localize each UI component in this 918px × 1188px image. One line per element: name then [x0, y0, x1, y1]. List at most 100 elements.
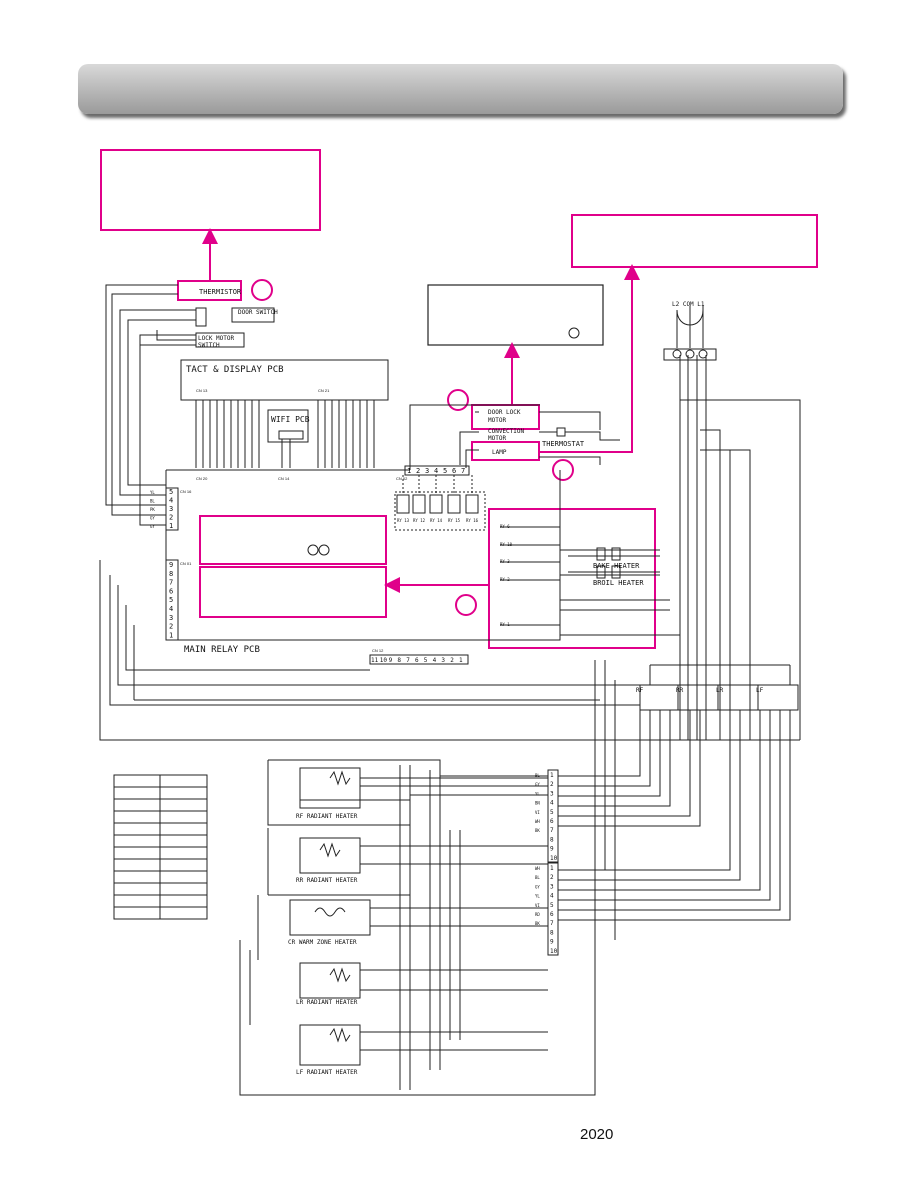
cn12-pin: 2 [450, 657, 454, 664]
section-header-bar [78, 64, 843, 114]
terminal-block-2-pin: 7 [550, 920, 554, 927]
thermostat-glyph [556, 427, 566, 437]
cn02-pin: 2 [416, 467, 420, 475]
callout-small-circle [568, 327, 580, 339]
lamp-label: LAMP [492, 449, 507, 456]
terminal-block-1-pin: 2 [550, 781, 554, 788]
relay-label: RY 12 [413, 518, 426, 523]
cn02-pin: 1 [407, 467, 411, 475]
cn20-label: CN 20 [196, 476, 208, 481]
cn12-pin: 7 [406, 657, 410, 664]
cn01-pin: 1 [169, 631, 173, 639]
wire-code-block-1: YL [535, 791, 540, 796]
door-lock-motor-label-1: DOOR LOCK [488, 409, 521, 416]
bake-heater-label: BAKE HEATER [593, 562, 640, 570]
terminal-block-2-pin: 9 [550, 939, 554, 946]
callout-heater-relays [488, 508, 656, 649]
callout-relay-left [199, 515, 387, 565]
cn12-pin: 6 [415, 657, 419, 664]
convection-motor-label-2: MOTOR [488, 435, 506, 442]
door-lock-motor-label-2: MOTOR [488, 417, 506, 424]
cn02-pin: 4 [434, 467, 438, 475]
wire-code-block-1: GY [535, 782, 540, 787]
terminal-block-2-pin: 8 [550, 929, 554, 936]
wire-code-block-2: RD [535, 912, 540, 917]
convection-motor-label-1: CONVECTION [488, 428, 525, 435]
cn16-wire-code: GY [150, 516, 155, 521]
wire-code-block-1: BN [535, 801, 540, 806]
rr-radiant-heater-label: RR RADIANT HEATER [296, 877, 358, 884]
terminal-block-1-pin: 1 [550, 772, 554, 779]
cn12-pin: 4 [433, 657, 437, 664]
relay-right-label: RY 3 [500, 559, 510, 564]
cn16-pin: 5 [169, 488, 173, 496]
door-switch-box [231, 307, 275, 323]
cn16-wire-code: GY [150, 524, 155, 529]
cn12-pin: 11 [371, 657, 379, 664]
power-terminals-label: L2 COM L1 [672, 301, 705, 308]
cn02-pin: 6 [452, 467, 456, 475]
cn01-pin: 9 [169, 561, 173, 569]
relay-label: RY 13 [397, 518, 410, 523]
terminal-block-1-pin: 5 [550, 809, 554, 816]
cn02-pin: 7 [461, 467, 465, 475]
callout-small-circle-2 [307, 544, 319, 556]
lock-motor-label-2: SWITCH [198, 342, 220, 349]
callout-small-circle-3 [318, 544, 330, 556]
callout-marker-relays [455, 594, 477, 616]
cn01-label: CN 01 [180, 561, 192, 566]
relay-label: RY 15 [448, 518, 461, 523]
wiring-lines [99, 284, 801, 1096]
relay-right-label: RY 6 [500, 524, 510, 529]
lr-radiant-heater-label: LR RADIANT HEATER [296, 999, 358, 1006]
relay-right-label: RY 2 [500, 577, 510, 582]
cn12-label: CN 12 [372, 648, 384, 653]
terminal-block-1-pin: 4 [550, 800, 554, 807]
cn02-pin: 3 [425, 467, 429, 475]
cn16-wire-code: PK [150, 507, 155, 512]
switch-label: RF [636, 687, 644, 694]
callout-thermistor [100, 149, 321, 231]
thermostat-label: THERMOSTAT [542, 440, 585, 448]
cn12-pin: 10 [380, 657, 388, 664]
callout-marker-door [447, 389, 469, 411]
relay-label: RY 16 [466, 518, 479, 523]
terminal-block-2-pin: 5 [550, 902, 554, 909]
callout-thermistor-component [177, 280, 242, 301]
cn13-label: CN 13 [196, 388, 208, 393]
cn01-pin: 5 [169, 596, 173, 604]
wire-code-block-2: BL [535, 875, 540, 880]
broil-heater-label: BROIL HEATER [593, 579, 644, 587]
cr-warm-zone-heater-label: CR WARM ZONE HEATER [288, 939, 357, 946]
terminal-block-1-pin: 8 [550, 836, 554, 843]
cn14-label: CN 14 [278, 476, 290, 481]
cn01-pin: 8 [169, 570, 173, 578]
wire-code-block-2: YL [535, 894, 540, 899]
terminal-block-2-pin: 1 [550, 865, 554, 872]
cn12-pin: 9 [389, 657, 393, 664]
cn01-pin: 6 [169, 587, 173, 595]
cn16-wire-code: BL [150, 499, 155, 504]
footer-year: 2020 [580, 1126, 614, 1143]
cn12-pin: 5 [424, 657, 428, 664]
cn02-pin: 5 [443, 467, 447, 475]
cn01-pin: 3 [169, 614, 173, 622]
wire-code-block-1: VI [535, 810, 540, 815]
switch-label: LF [756, 687, 764, 694]
terminal-block-2-pin: 10 [550, 948, 558, 955]
cn21-label: CN 21 [318, 388, 330, 393]
wire-code-block-2: VI [535, 903, 540, 908]
terminal-block-2-pin: 4 [550, 893, 554, 900]
wire-color-legend [113, 774, 208, 920]
callout-door-lock [427, 284, 604, 346]
callout-relay-left-2 [199, 566, 387, 618]
switch-label: RR [676, 687, 684, 694]
cn16-wire-code: YL [150, 490, 155, 495]
cn01-pin: 7 [169, 579, 173, 587]
callout-marker-thermistor [251, 279, 273, 301]
cn12-pin: 1 [459, 657, 463, 664]
wire-code-block-2: GY [535, 884, 540, 889]
cn16-pin: 1 [169, 522, 173, 530]
